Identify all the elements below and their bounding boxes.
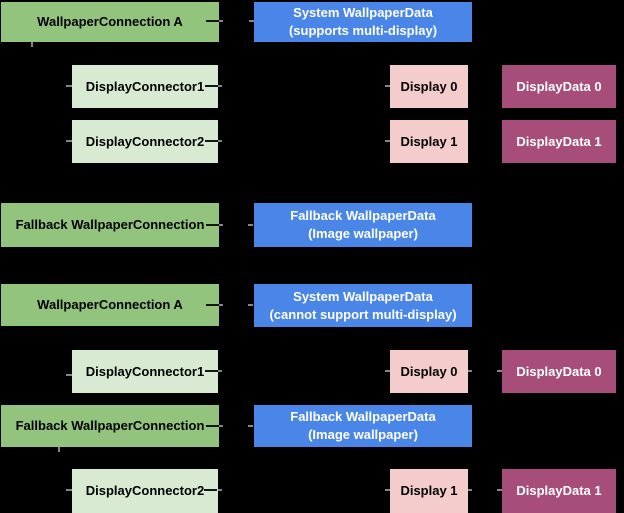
box-wallpaper-connection-a-1: WallpaperConnection A [1,2,219,42]
connector-stub [385,370,390,372]
connector-stub [249,20,254,22]
connector-stub [468,489,472,491]
connector-stub [206,224,219,226]
connector-stub [206,20,219,22]
box-display-connector-1-b: DisplayConnector1 [72,350,218,393]
connector-stub [219,20,223,22]
connector-stub [31,42,33,47]
box-fallback-wallpaper-data-1: Fallback WallpaperData (Image wallpaper) [254,203,472,247]
connector-stub [66,85,72,87]
box-display-data-1-b: DisplayData 1 [502,469,616,513]
connector-stub [58,447,60,452]
box-display-1-a: Display 1 [390,120,468,163]
connector-stub [206,304,219,306]
connector-stub [497,489,502,491]
connector-stub [205,140,218,142]
connector-stub [385,85,390,87]
label-line-2: (supports multi-display) [288,23,438,38]
box-display-0-b: Display 0 [390,350,468,393]
label-line-2: (Image wallpaper) [308,427,418,442]
connector-stub [66,374,72,376]
connector-stub [385,140,390,142]
label-line-2: (cannot support multi-display) [269,306,457,322]
box-display-0-a: Display 0 [390,65,468,108]
box-system-wallpaper-data-single: System WallpaperData (cannot support mul… [254,284,472,327]
box-system-wallpaper-data-multi: System WallpaperData (supports multi-dis… [254,2,472,42]
connector-stub [218,140,222,142]
box-fallback-wallpaper-data-2: Fallback WallpaperData (Image wallpaper) [254,405,472,447]
connector-stub [204,489,217,491]
box-display-1-b: Display 1 [390,469,468,513]
connector-stub [497,370,502,372]
label-line-1: Fallback WallpaperData [290,409,436,424]
label-line-1: Fallback WallpaperData [290,208,436,223]
connector-stub [219,425,223,427]
connector-stub [205,370,218,372]
connector-stub [219,304,223,306]
box-wallpaper-connection-a-2: WallpaperConnection A [1,284,219,326]
connector-stub [66,140,72,142]
box-display-data-1-a: DisplayData 1 [502,120,616,163]
box-fallback-wallpaper-connection-2: Fallback WallpaperConnection [1,405,219,447]
connector-stub [219,224,223,226]
connector-stub [66,489,72,491]
box-display-connector-2-a: DisplayConnector2 [72,120,218,163]
box-display-data-0-b: DisplayData 0 [502,350,616,393]
connector-stub [468,370,472,372]
connector-stub [218,370,222,372]
connector-stub [205,85,218,87]
box-fallback-wallpaper-connection-1: Fallback WallpaperConnection [1,203,219,247]
connector-stub [385,489,390,491]
connector-stub [206,425,219,427]
connector-stub [218,489,222,491]
box-display-connector-2-b: DisplayConnector2 [72,469,218,513]
connector-stub [248,304,253,306]
label-line-1: System WallpaperData [293,5,433,20]
label-line-1: System WallpaperData [293,288,433,304]
connector-stub [248,425,253,427]
box-display-connector-1-a: DisplayConnector1 [72,65,218,108]
label-line-2: (Image wallpaper) [308,226,418,241]
box-display-data-0-a: DisplayData 0 [502,65,616,108]
connector-stub [248,224,253,226]
connector-stub [218,85,222,87]
